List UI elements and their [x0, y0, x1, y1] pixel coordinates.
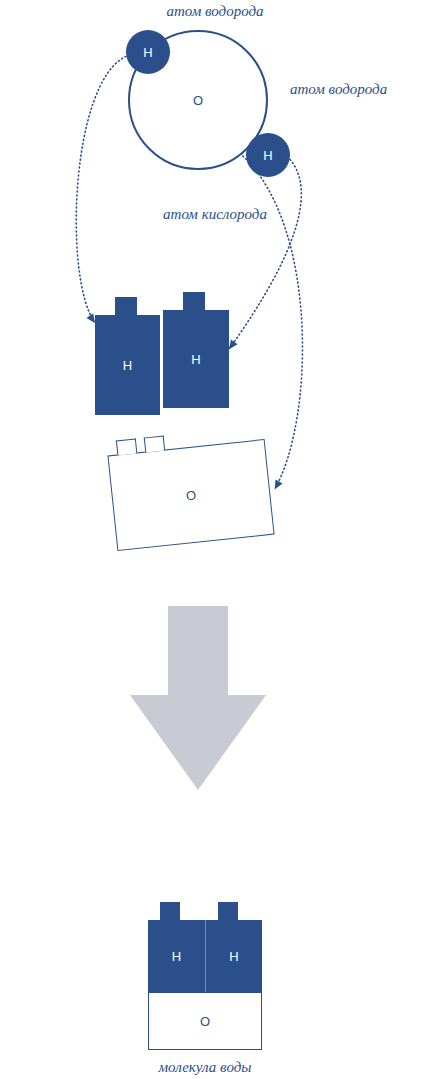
- element-symbol: O: [109, 440, 274, 550]
- hydrogen-block: H: [163, 310, 229, 408]
- hydrogen-block: H: [95, 315, 160, 415]
- dotted-line: [243, 156, 303, 489]
- hydrogen-atom: атом водородаH: [126, 30, 170, 74]
- block-tab: [160, 902, 180, 921]
- element-symbol: H: [206, 920, 262, 992]
- hydrogen-block: H: [148, 920, 205, 992]
- block-arrow: [130, 606, 266, 790]
- circle-shape: [126, 30, 170, 74]
- element-symbol: H: [163, 310, 229, 408]
- oxygen-block: O: [107, 439, 274, 551]
- hydrogen-atom: атом водородаH: [246, 133, 290, 177]
- arrow-head: [86, 313, 95, 323]
- block-arrow-shape: [130, 606, 266, 790]
- circle-shape: [129, 31, 267, 169]
- hydrogen-block: H: [205, 920, 262, 992]
- dotted-line: [76, 56, 126, 323]
- dotted-arrow: [76, 56, 126, 323]
- dotted-arrow: [229, 159, 301, 349]
- block-tab: [218, 902, 238, 921]
- element-symbol: H: [246, 133, 290, 177]
- arrow-head: [275, 480, 283, 490]
- oxygen-block: O: [148, 992, 262, 1050]
- dotted-line: [229, 159, 301, 349]
- dotted-arrow: [243, 156, 303, 489]
- element-symbol: H: [95, 315, 160, 415]
- circle-shape: [246, 133, 290, 177]
- arrow-head: [229, 340, 238, 350]
- block-tab: [115, 297, 137, 316]
- element-symbol: H: [126, 30, 170, 74]
- block-tab: [143, 435, 164, 452]
- block-tab: [183, 292, 205, 311]
- caption-label: атом водорода: [290, 80, 428, 98]
- caption-label: атом водорода: [145, 2, 285, 20]
- caption-label: атом кислорода: [135, 205, 295, 223]
- water-molecule: молекула водыHHO: [148, 902, 262, 1050]
- element-symbol: O: [149, 993, 261, 1049]
- caption-label: молекула воды: [135, 1058, 275, 1076]
- block-tab: [115, 438, 136, 455]
- element-symbol: H: [148, 920, 205, 992]
